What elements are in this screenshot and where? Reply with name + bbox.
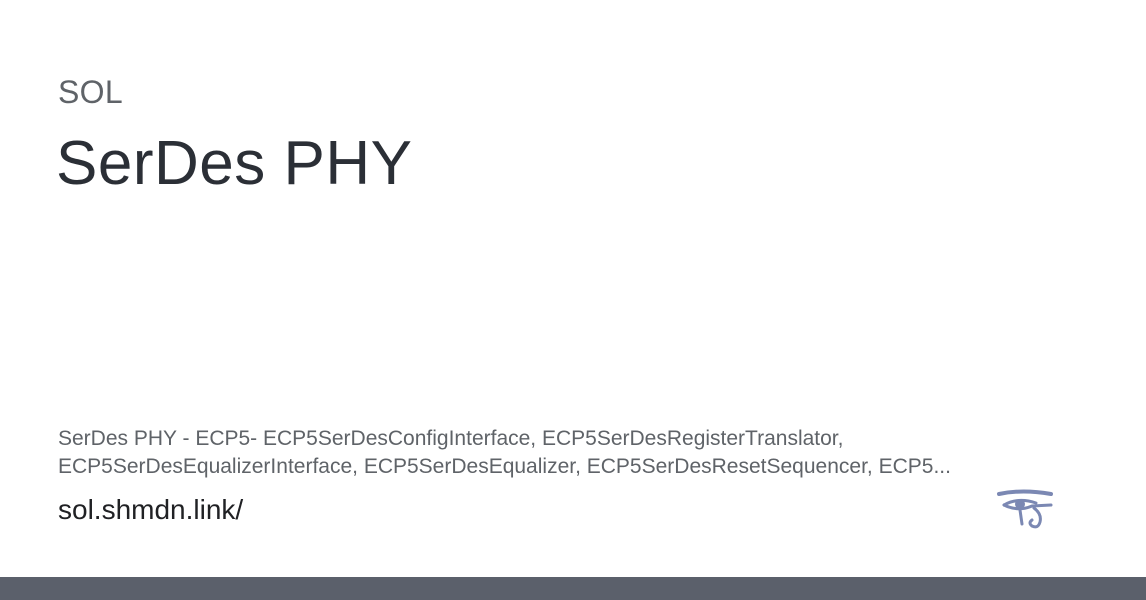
link-preview-card[interactable]: SOL SerDes PHY SerDes PHY - ECP5- ECP5Se… [0,0,1146,577]
site-url-link[interactable]: sol.shmdn.link/ [58,494,244,525]
eye-of-horus-icon [996,488,1054,532]
description-line-1: SerDes PHY - ECP5- ECP5SerDesConfigInter… [58,427,844,450]
footer-bar [0,577,1146,600]
site-label: SOL [58,74,123,110]
description-line-2: ECP5SerDesEqualizerInterface, ECP5SerDes… [58,455,951,478]
page-description: SerDes PHY - ECP5- ECP5SerDesConfigInter… [58,425,1038,481]
page-title: SerDes PHY [56,129,413,198]
